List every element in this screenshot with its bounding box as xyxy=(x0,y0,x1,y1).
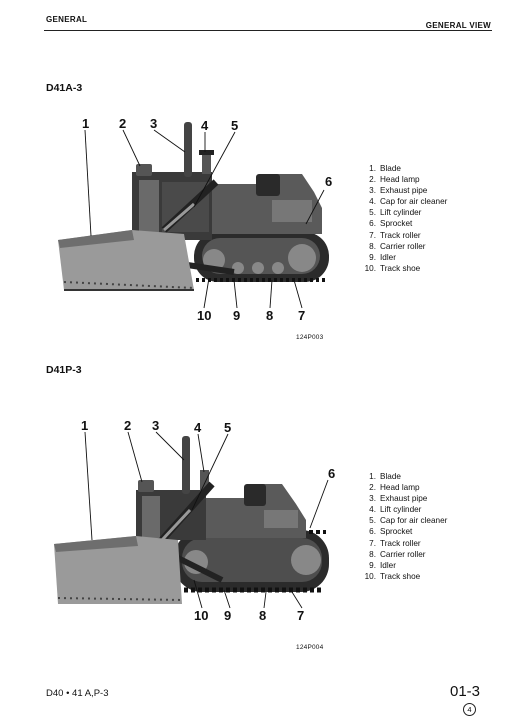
list-item: 8.Carrier roller xyxy=(369,549,426,559)
callouts-d41a: 1 2 3 4 5 6 10 9 8 7 xyxy=(82,116,332,323)
bulldozer-d41p-illustration: 1 2 3 4 5 6 10 9 8 7 xyxy=(54,418,335,623)
list-item: 3.Exhaust pipe xyxy=(369,186,428,196)
list-item: 4.Lift cylinder xyxy=(369,505,422,515)
list-item: 2.Head lamp xyxy=(369,483,420,493)
callout-6: 6 xyxy=(328,466,335,481)
list-item: 3.Exhaust pipe xyxy=(369,494,428,504)
callout-6: 6 xyxy=(325,174,332,189)
list-item: 6.Sprocket xyxy=(369,527,413,537)
callout-5: 5 xyxy=(224,420,231,435)
header-divider xyxy=(44,30,492,31)
leader-lines-d41p xyxy=(84,431,329,609)
callout-10: 10 xyxy=(194,608,208,623)
footer-model: D40 • 41 A,P-3 xyxy=(46,688,109,699)
callout-5: 5 xyxy=(231,118,238,133)
page-number: 01-3 xyxy=(450,683,481,700)
callout-1: 1 xyxy=(82,116,89,131)
header-section-label: GENERAL xyxy=(46,15,88,24)
leader-lines-d41a xyxy=(84,129,325,309)
list-item: 5.Lift cylinder xyxy=(369,208,422,218)
callout-8: 8 xyxy=(266,308,273,323)
callout-4: 4 xyxy=(201,118,209,133)
callout-3: 3 xyxy=(150,116,157,131)
list-item: 6.Sprocket xyxy=(369,219,413,229)
callout-3: 3 xyxy=(152,418,159,433)
section-title-d41a: D41A-3 xyxy=(46,82,83,94)
list-item: 10.Track shoe xyxy=(364,263,421,273)
list-item: 4.Cap for air cleaner xyxy=(369,197,448,207)
callouts-d41p: 1 2 3 4 5 6 10 9 8 7 xyxy=(81,418,335,623)
callout-4: 4 xyxy=(194,420,202,435)
parts-list-d41a: 1.Blade 2.Head lamp 3.Exhaust pipe 4.Cap… xyxy=(360,163,448,274)
callout-7: 7 xyxy=(298,308,305,323)
callout-10: 10 xyxy=(197,308,211,323)
parts-list-d41p: 1.Blade 2.Head lamp 3.Exhaust pipe 4.Lif… xyxy=(360,471,448,582)
callout-1: 1 xyxy=(81,418,88,433)
list-item: 9.Idler xyxy=(369,252,396,262)
header-page-title: GENERAL VIEW xyxy=(425,21,491,30)
list-item: 1.Blade xyxy=(369,164,401,173)
callout-9: 9 xyxy=(233,308,240,323)
list-item: 8.Carrier roller xyxy=(369,241,426,251)
revision-badge: 4 xyxy=(463,703,476,716)
figure-code-d41p: 124P004 xyxy=(296,644,324,651)
machine-d41a xyxy=(58,122,329,291)
section-title-d41p: D41P-3 xyxy=(46,364,82,376)
list-item: 7.Track roller xyxy=(369,230,421,240)
callout-8: 8 xyxy=(259,608,266,623)
callout-7: 7 xyxy=(297,608,304,623)
list-item: 5.Cap for air cleaner xyxy=(369,516,448,526)
machine-d41p xyxy=(54,436,329,604)
list-item: 10.Track shoe xyxy=(364,571,421,581)
callout-2: 2 xyxy=(124,418,131,433)
list-item: 2.Head lamp xyxy=(369,175,420,185)
callout-9: 9 xyxy=(224,608,231,623)
bulldozer-d41a-illustration: 1 2 3 4 5 6 10 9 8 7 xyxy=(58,116,332,323)
list-item: 1.Blade xyxy=(369,472,401,481)
callout-2: 2 xyxy=(119,116,126,131)
list-item: 7.Track roller xyxy=(369,538,421,548)
list-item: 9.Idler xyxy=(369,560,396,570)
figure-code-d41a: 124P003 xyxy=(296,334,324,341)
